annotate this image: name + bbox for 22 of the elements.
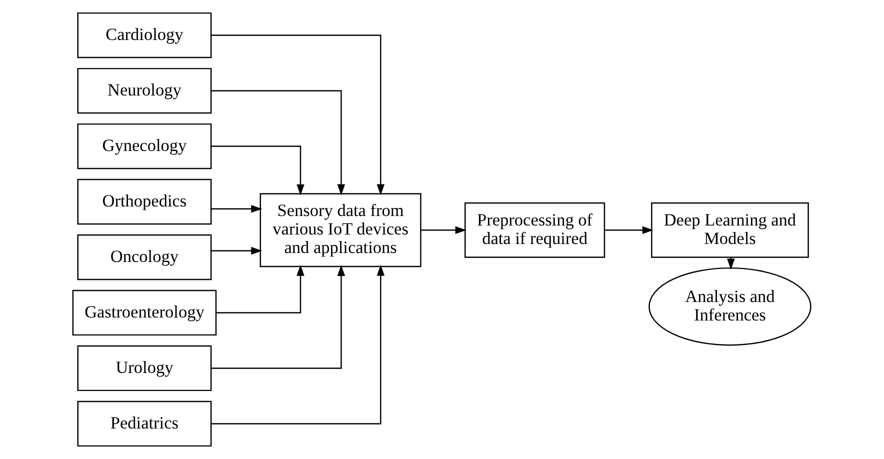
arrow: [211, 146, 304, 196]
node-box: Sensory data from various IoT devices and applications: [260, 193, 422, 268]
arrow: [211, 264, 346, 369]
arrow: [421, 226, 466, 234]
arrow: [211, 246, 262, 255]
arrow: [211, 204, 262, 213]
node-box: Gastroenterology: [72, 290, 217, 336]
node-box: Deep Learning and Models: [651, 202, 809, 258]
arrow: [216, 264, 304, 314]
node-box: Gynecology: [77, 123, 212, 170]
arrow: [211, 264, 385, 424]
node-box: Preprocessing of data if required: [464, 202, 606, 258]
arrow: [211, 34, 385, 196]
node-box: Pediatrics: [77, 400, 212, 447]
node-box: Cardiology: [77, 12, 212, 58]
node-ellipse: Analysis and Inferences: [648, 267, 812, 346]
arrow: [211, 90, 346, 196]
node-box: Neurology: [77, 68, 212, 114]
node-box: Oncology: [77, 234, 212, 280]
arrow: [604, 226, 654, 234]
node-box: Orthopedics: [77, 178, 212, 225]
node-box: Urology: [77, 345, 212, 392]
